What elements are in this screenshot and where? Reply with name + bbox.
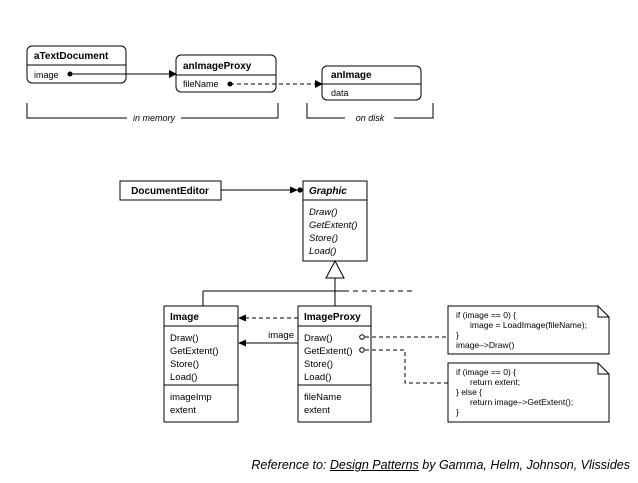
reference-arrow-document-to-proxy	[67, 70, 177, 78]
operation: Store()	[309, 233, 338, 244]
class-graphic: Graphic Draw() GetExtent() Store() Load(…	[302, 180, 368, 262]
dependency-proxy-to-image	[238, 314, 298, 322]
note-link-extent	[359, 347, 448, 384]
operation: Store()	[304, 359, 333, 370]
object-title: anImage	[331, 70, 372, 81]
note-line: }	[456, 407, 459, 417]
note-link-draw	[359, 334, 448, 340]
association-editor-to-graphic	[221, 186, 303, 194]
association-label: image	[268, 330, 294, 341]
note-line: }	[456, 330, 459, 340]
operation: GetExtent()	[309, 220, 358, 231]
object-field: fileName	[183, 79, 219, 89]
object-a-text-document: aTextDocument image	[26, 45, 127, 84]
operation: GetExtent()	[304, 346, 353, 357]
class-image-proxy: ImageProxy Draw() GetExtent() Store() Lo…	[297, 305, 372, 423]
reference-arrow-proxy-to-image	[227, 80, 323, 88]
note-draw-implementation: if (image == 0) { image = LoadImage(file…	[447, 305, 610, 355]
operation: Draw()	[170, 333, 199, 344]
object-title: aTextDocument	[34, 51, 109, 62]
object-title: anImageProxy	[183, 61, 252, 72]
attribute: imageImp	[170, 392, 212, 403]
operation: Draw()	[304, 333, 333, 344]
note-line: image–>Draw()	[456, 340, 515, 350]
association-proxy-to-image: image	[238, 330, 298, 347]
operation: Draw()	[309, 207, 338, 218]
object-field: image	[34, 70, 59, 80]
operation: Load()	[170, 372, 197, 383]
note-line: } else {	[456, 387, 482, 397]
operation: Load()	[309, 246, 336, 257]
class-name: ImageProxy	[304, 312, 361, 323]
note-line: return image–>GetExtent();	[470, 397, 573, 407]
class-name: Image	[170, 312, 199, 323]
attribute: extent	[304, 405, 330, 416]
reference-caption: Reference to: Design Patterns by Gamma, …	[251, 458, 630, 472]
reference-prefix: Reference to:	[251, 458, 330, 472]
inheritance-tree	[202, 259, 412, 306]
attribute: extent	[170, 405, 196, 416]
note-line: image = LoadImage(fileName);	[470, 320, 587, 330]
operation: Load()	[304, 372, 331, 383]
note-line: if (image == 0) {	[456, 310, 516, 320]
note-extent-implementation: if (image == 0) { return extent; } else …	[447, 362, 610, 423]
class-document-editor: DocumentEditor	[119, 180, 222, 201]
operation: Store()	[170, 359, 199, 370]
disk-bracket: on disk	[306, 103, 434, 123]
object-an-image: anImage data	[321, 65, 422, 101]
memory-bracket: in memory	[26, 103, 279, 123]
class-name: Graphic	[309, 186, 347, 197]
note-line: return extent;	[470, 377, 520, 387]
reference-authors: by Gamma, Helm, Johnson, Vlissides	[418, 458, 630, 472]
memory-label: in memory	[133, 113, 176, 123]
note-line: if (image == 0) {	[456, 367, 516, 377]
attribute: fileName	[304, 392, 342, 403]
reference-book-title: Design Patterns	[329, 458, 419, 472]
object-field: data	[331, 88, 349, 98]
class-image: Image Draw() GetExtent() Store() Load() …	[163, 305, 239, 423]
disk-label: on disk	[356, 113, 385, 123]
object-an-image-proxy: anImageProxy fileName	[175, 54, 277, 93]
class-name: DocumentEditor	[131, 186, 209, 197]
operation: GetExtent()	[170, 346, 219, 357]
